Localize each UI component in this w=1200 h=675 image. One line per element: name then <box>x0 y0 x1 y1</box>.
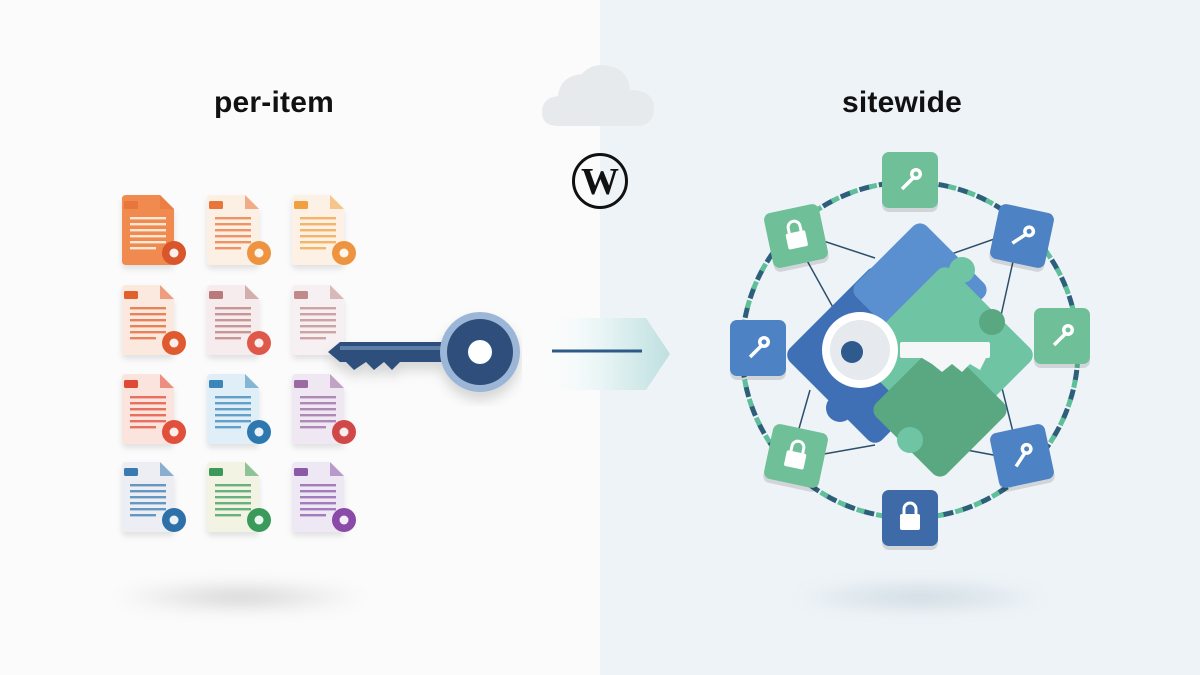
document-icon <box>122 462 186 532</box>
network-node-top <box>882 152 938 212</box>
network-node-bottom-right <box>990 424 1055 492</box>
key-icon <box>1011 225 1036 245</box>
key-hole-badge-icon <box>162 241 186 265</box>
key-icon <box>900 168 922 191</box>
sitewide-key-network <box>700 140 1120 565</box>
center-key-icon <box>822 312 990 388</box>
document-icon <box>122 374 186 444</box>
per-item-title: per-item <box>214 86 334 119</box>
envelope-badge-icon <box>162 420 186 444</box>
key-badge-icon <box>247 241 271 265</box>
camera-badge-icon <box>332 508 356 532</box>
document-icon <box>207 195 271 265</box>
key-icon <box>1052 324 1074 347</box>
right-ground-shadow <box>790 582 1050 612</box>
network-node-top-left <box>764 204 829 272</box>
document-icon <box>207 285 271 355</box>
document-icon <box>292 285 346 355</box>
network-node-right <box>1034 308 1090 368</box>
network-node-bottom-left <box>763 424 828 492</box>
network-node-left <box>730 320 786 380</box>
document-icon <box>292 195 356 265</box>
key-icon <box>1014 442 1033 468</box>
padlock-icon <box>784 439 807 470</box>
key-icon <box>748 336 770 359</box>
document-icon <box>122 195 186 265</box>
key-badge-icon <box>247 420 271 444</box>
cloud-icon <box>540 62 656 137</box>
sitewide-title: sitewide <box>842 86 962 119</box>
large-key-icon <box>322 306 522 411</box>
network-node-top-right <box>989 204 1054 272</box>
document-icon <box>122 285 186 355</box>
document-icon <box>207 374 271 444</box>
padlock-open-badge-icon <box>162 331 186 355</box>
wordpress-logo-icon: W <box>571 152 629 215</box>
document-icon <box>207 462 271 532</box>
padlock-badge-icon <box>162 508 186 532</box>
puzzle-badge-icon <box>247 331 271 355</box>
padlock-badge-icon <box>332 420 356 444</box>
document-icon <box>292 374 356 444</box>
network-node-bottom <box>882 490 938 550</box>
magnifier-key-badge-icon <box>332 241 356 265</box>
padlock-icon <box>785 219 808 250</box>
document-icon <box>292 462 356 532</box>
padlock-badge-icon <box>247 508 271 532</box>
left-ground-shadow <box>110 582 370 612</box>
transition-arrow <box>534 316 674 397</box>
padlock-open-icon <box>900 501 920 530</box>
wordpress-logo-letter: W <box>581 161 619 203</box>
